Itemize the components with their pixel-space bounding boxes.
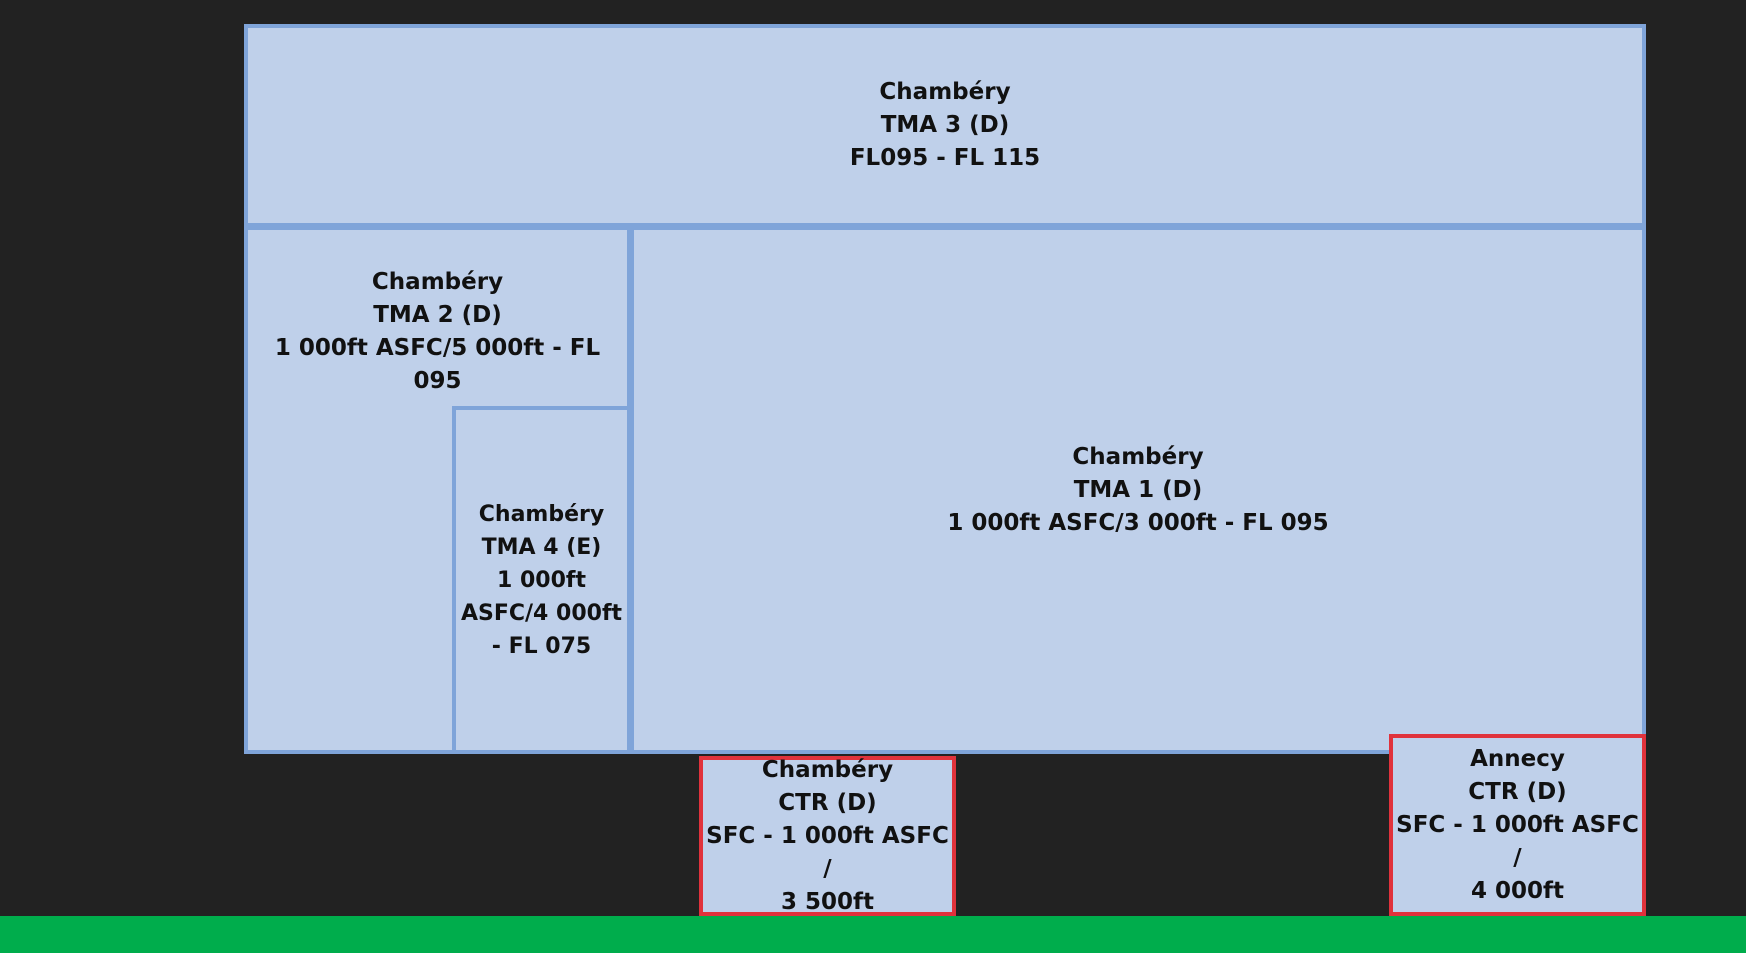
zone-limits: 1 000ft ASFC/5 000ft - FL 095 — [274, 335, 601, 394]
zone-designation: TMA 2 (D) — [373, 302, 502, 328]
zone-limits: 1 000ft ASFC/3 000ft - FL 095 — [947, 509, 1329, 536]
zone-designation: TMA 3 (D) — [880, 112, 1010, 138]
zone-name: Chambéry — [478, 501, 605, 527]
zone-limits-line2: 4 000ft — [1470, 877, 1565, 904]
zone-limits-line3: - FL 075 — [491, 633, 592, 659]
ctr-annecy-zone: Annecy CTR (D) SFC - 1 000ft ASFC / 4 00… — [1389, 734, 1646, 916]
zone-limits-line1: 1 000ft — [497, 567, 586, 593]
zone-designation: TMA 1 (D) — [1073, 476, 1203, 503]
tma4-zone: Chambéry TMA 4 (E) 1 000ft ASFC/4 000ft … — [452, 406, 631, 754]
zone-name: Chambéry — [1072, 443, 1204, 470]
zone-limits-line1: SFC - 1 000ft ASFC / — [706, 822, 949, 882]
ground-surface — [0, 916, 1746, 953]
zone-designation: CTR (D) — [1468, 778, 1567, 805]
zone-name: Annecy — [1470, 745, 1565, 772]
zone-name: Chambéry — [761, 756, 894, 783]
zone-name: Chambéry — [371, 269, 504, 295]
tma1-zone: Chambéry TMA 1 (D) 1 000ft ASFC/3 000ft … — [630, 226, 1646, 754]
zone-name: Chambéry — [879, 79, 1011, 105]
ctr-chambery-zone: Chambéry CTR (D) SFC - 1 000ft ASFC / 3 … — [699, 756, 956, 916]
zone-designation: CTR (D) — [778, 789, 877, 816]
zone-designation: TMA 4 (E) — [481, 534, 602, 560]
zone-limits-line2: ASFC/4 000ft — [460, 600, 623, 626]
tma3-zone: Chambéry TMA 3 (D) FL095 - FL 115 — [244, 24, 1646, 227]
zone-limits: FL095 - FL 115 — [849, 145, 1041, 171]
zone-limits-line2: 3 500ft — [780, 888, 875, 915]
zone-limits-line1: SFC - 1 000ft ASFC / — [1396, 811, 1639, 871]
